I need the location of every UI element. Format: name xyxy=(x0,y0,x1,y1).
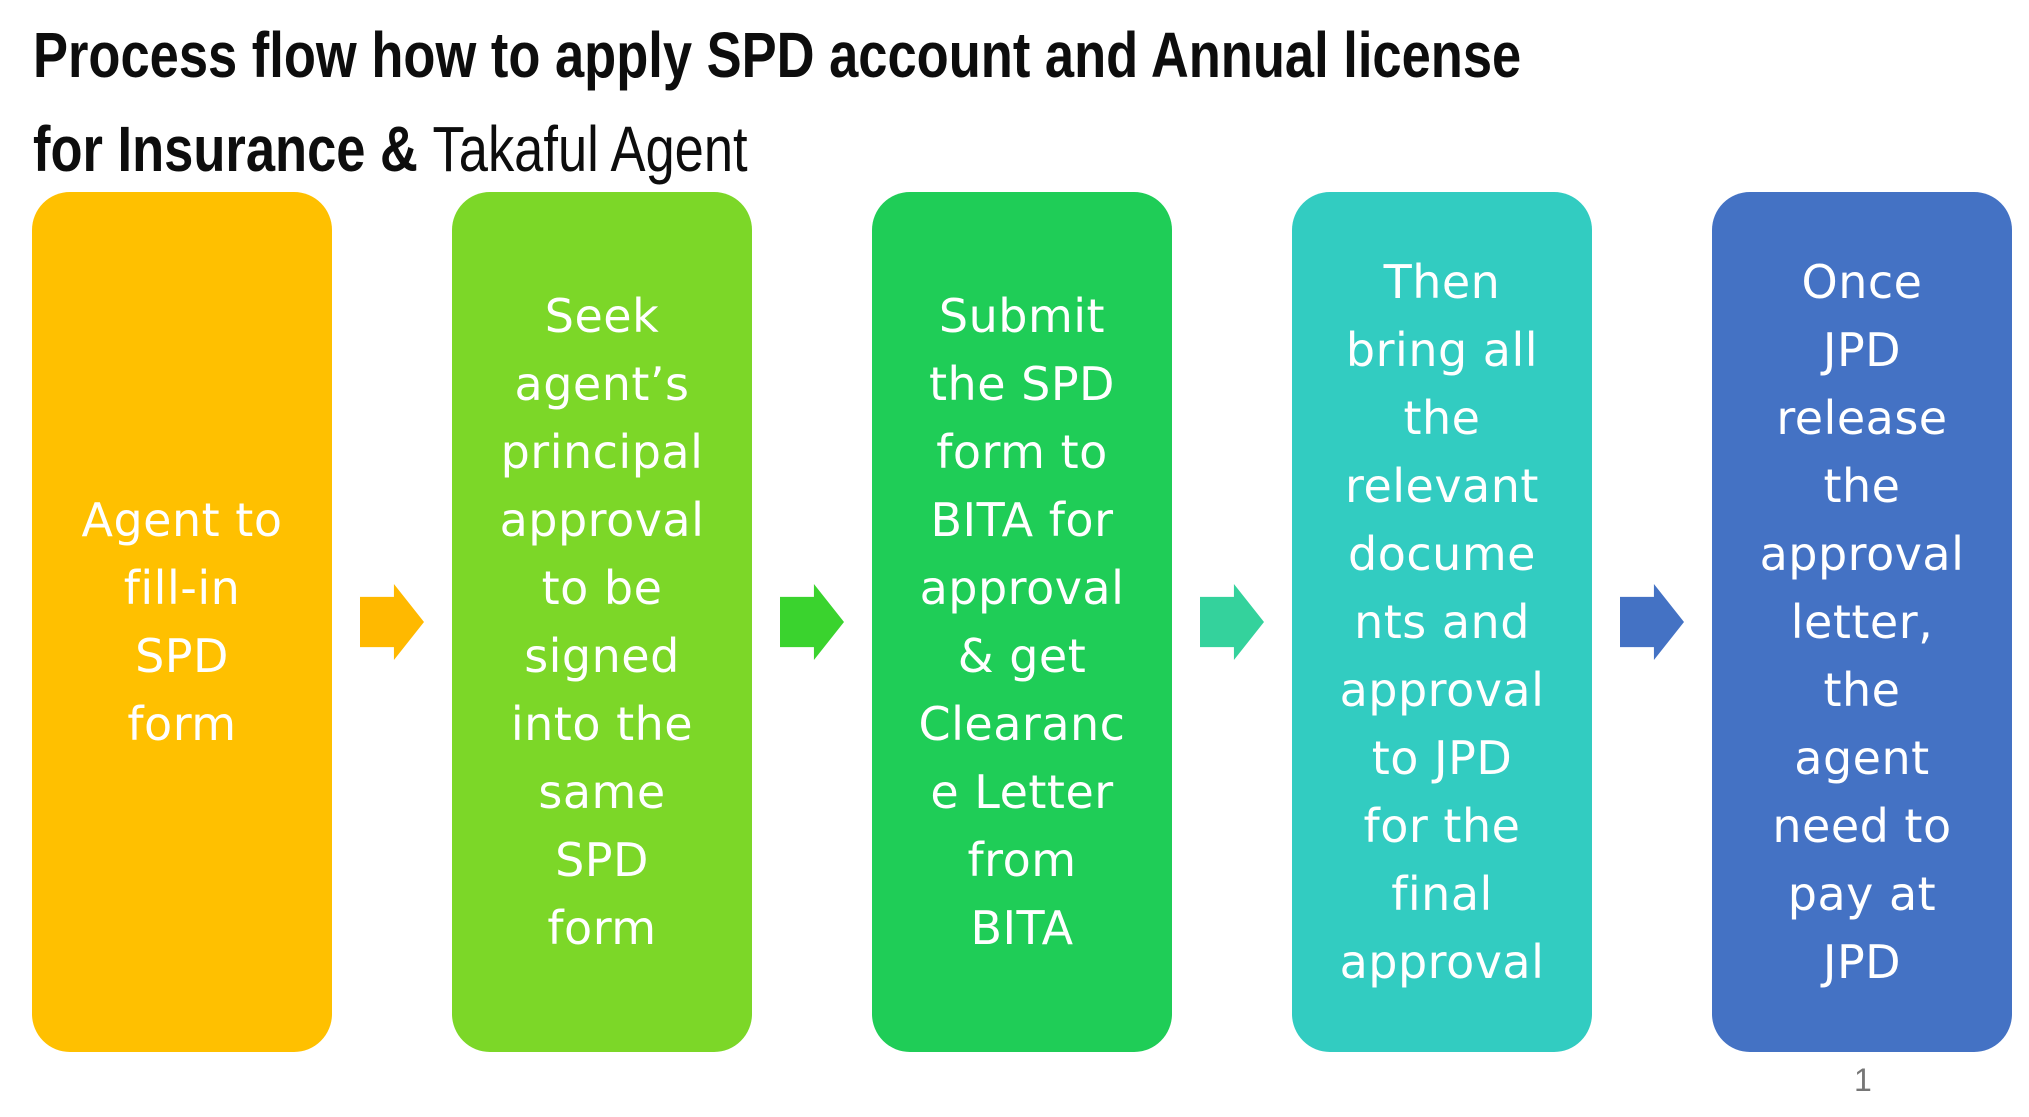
flow-connector-3 xyxy=(1172,192,1292,1052)
arrow-right-icon xyxy=(1200,584,1264,660)
slide-title: Process flow how to apply SPD account an… xyxy=(33,8,1521,196)
flow-step-4: Then bring all the relevant docume nts a… xyxy=(1292,192,1592,1052)
flow-step-4-text: Then bring all the relevant docume nts a… xyxy=(1339,255,1545,989)
slide-title-line1: Process flow how to apply SPD account an… xyxy=(33,19,1522,91)
slide-title-line2-regular: Takaful Agent xyxy=(432,113,748,185)
process-flow: Agent to fill-in SPD form Seek agent’s p… xyxy=(32,192,2012,1052)
flow-step-1: Agent to fill-in SPD form xyxy=(32,192,332,1052)
flow-step-2: Seek agent’s principal approval to be si… xyxy=(452,192,752,1052)
arrow-right-icon xyxy=(1620,584,1684,660)
flow-step-5-text: Once JPD release the approval letter, th… xyxy=(1759,255,1965,989)
flow-connector-2 xyxy=(752,192,872,1052)
flow-step-2-text: Seek agent’s principal approval to be si… xyxy=(499,289,705,955)
arrow-right-icon xyxy=(360,584,424,660)
arrow-right-icon xyxy=(780,584,844,660)
slide-title-line2-bold: for Insurance & xyxy=(33,113,433,185)
flow-step-3-text: Submit the SPD form to BITA for approval… xyxy=(918,289,1126,955)
slide-title-line2: for Insurance & Takaful Agent xyxy=(33,102,1521,196)
flow-step-5: Once JPD release the approval letter, th… xyxy=(1712,192,2012,1052)
flow-step-3: Submit the SPD form to BITA for approval… xyxy=(872,192,1172,1052)
flow-step-1-text: Agent to fill-in SPD form xyxy=(81,493,283,751)
page-number: 1 xyxy=(1854,1062,1872,1098)
flow-connector-1 xyxy=(332,192,452,1052)
flow-connector-4 xyxy=(1592,192,1712,1052)
